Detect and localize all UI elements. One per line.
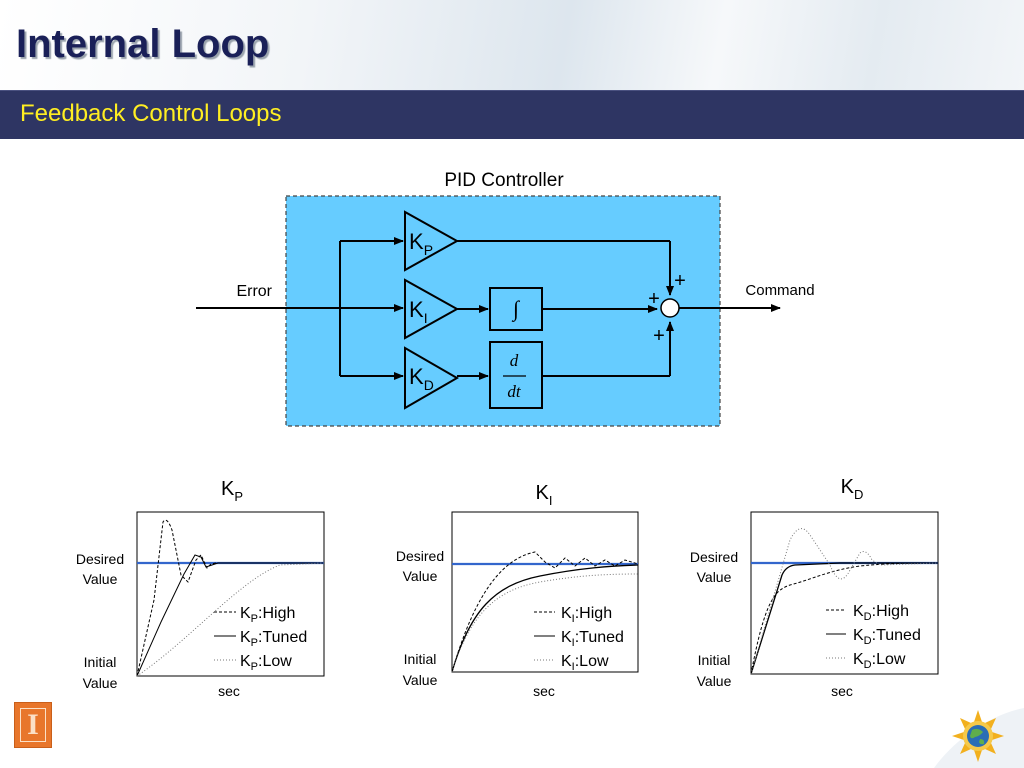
plus-sign-bottom: + — [653, 325, 665, 347]
slide-header — [0, 0, 1024, 90]
kd-low-curve — [750, 528, 939, 675]
kd-xlabel: sec — [831, 683, 853, 699]
kd-tuned-curve — [750, 562, 938, 675]
ki-chart-frame — [451, 511, 639, 673]
kp-label: KP — [409, 229, 433, 258]
command-label: Command — [745, 282, 814, 299]
kp-tuned-curve — [136, 554, 324, 677]
ki-legend-low: KI:Low — [561, 653, 609, 673]
summing-junction — [660, 298, 680, 318]
globe-sun-logo-icon — [934, 708, 1024, 768]
derivative-denominator: dt — [507, 382, 522, 401]
kp-high-curve — [136, 519, 324, 677]
ki-tuned-curve — [451, 564, 639, 673]
ki-high-curve — [451, 551, 639, 673]
kd-legend-high: KD:High — [853, 603, 909, 623]
plus-sign-top: + — [674, 270, 686, 292]
kp-xlabel: sec — [218, 683, 240, 699]
kd-chart-title: KD — [841, 476, 864, 502]
derivative-block — [489, 341, 543, 409]
pid-title: PID Controller — [444, 170, 564, 191]
kd-label: KD — [409, 364, 434, 393]
derivative-numerator: d — [510, 351, 519, 370]
kp-low-curve — [136, 562, 325, 677]
ki-xlabel: sec — [533, 683, 555, 699]
kp-chart-frame — [136, 511, 325, 677]
ki-gain-block — [404, 278, 460, 340]
kp-legend-low: KP:Low — [240, 653, 292, 673]
kd-legend-tuned: KD:Tuned — [853, 627, 921, 647]
kp-gain-block — [404, 210, 460, 272]
ki-legend-high: KI:High — [561, 605, 612, 625]
university-i-logo-icon: I — [14, 702, 52, 748]
kd-chart-frame — [750, 511, 939, 675]
kp-legend-tuned: KP:Tuned — [240, 629, 307, 649]
ki-legend-tuned: KI:Tuned — [561, 629, 624, 649]
ki-chart-title: KI — [536, 482, 553, 508]
slide-subtitle: Feedback Control Loops — [20, 100, 282, 127]
integral-symbol: ∫ — [511, 296, 521, 322]
kd-legend-low: KD:Low — [853, 651, 906, 671]
kp-chart-title: KP — [221, 478, 243, 504]
subtitle-bar — [0, 90, 1024, 139]
ki-label: KI — [409, 297, 428, 326]
kd-gain-block — [404, 346, 460, 410]
plus-sign-left: + — [648, 288, 660, 310]
slide-title: Internal Loop — [16, 22, 270, 66]
error-label: Error — [236, 283, 272, 300]
kp-legend-high: KP:High — [240, 605, 295, 625]
